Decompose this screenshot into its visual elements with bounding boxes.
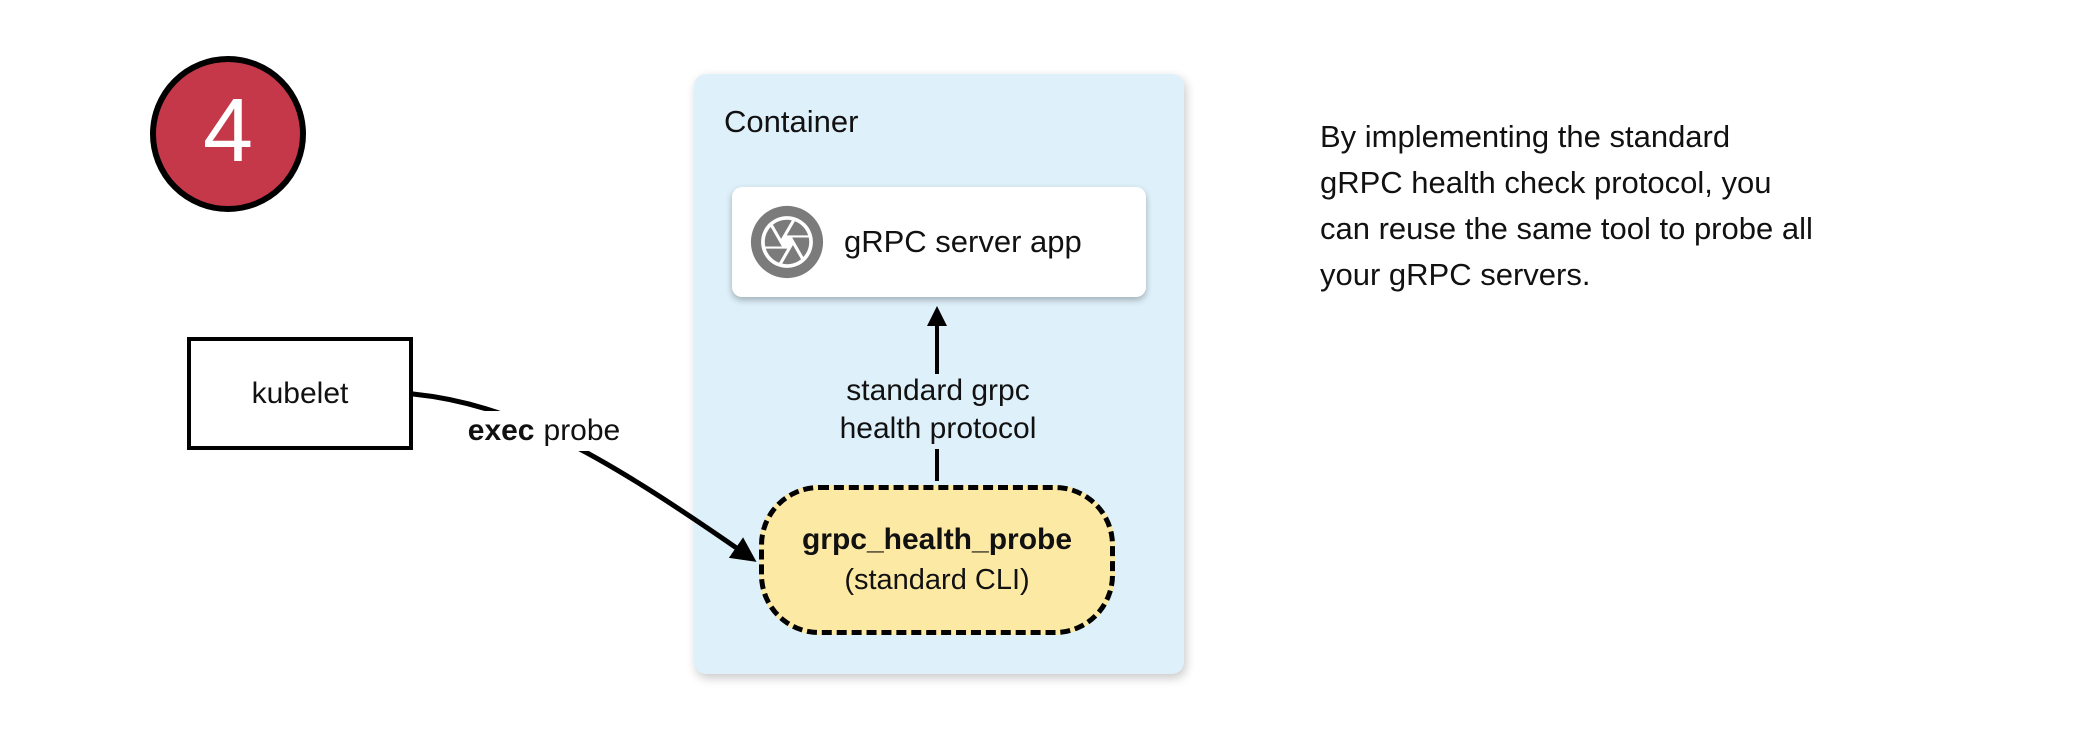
kubelet-label: kubelet — [251, 376, 349, 410]
note-paragraph: By implementing the standard gRPC health… — [1320, 114, 1813, 298]
protocol-label: standard grpc health protocol — [840, 372, 1037, 448]
kubelet-box: kubelet — [187, 337, 413, 450]
exec-probe-label-bold: exec — [467, 414, 535, 447]
container-title: Container — [724, 104, 859, 139]
grpc-server-app-box: gRPC server app — [732, 187, 1146, 297]
grpc-server-app-label: gRPC server app — [844, 224, 1082, 259]
exec-probe-label-regular: probe — [543, 414, 621, 447]
note-line: gRPC health check protocol, you — [1320, 165, 1772, 200]
container-box: Container gRPC server app grpc_health_pr… — [694, 74, 1184, 674]
grpc-health-probe-box: grpc_health_probe (standard CLI) — [759, 485, 1115, 635]
aperture-icon — [750, 205, 824, 279]
note-line: can reuse the same tool to probe all — [1320, 211, 1813, 246]
note-line: your gRPC servers. — [1320, 257, 1591, 292]
step-number: 4 — [202, 81, 254, 181]
step-badge: 4 — [150, 56, 306, 212]
protocol-label-line1: standard grpc — [846, 374, 1030, 407]
protocol-label-line2: health protocol — [839, 412, 1037, 445]
note-line: By implementing the standard — [1320, 119, 1731, 154]
grpc-health-probe-title: grpc_health_probe — [801, 523, 1073, 556]
grpc-health-probe-subtitle: (standard CLI) — [844, 564, 1030, 596]
